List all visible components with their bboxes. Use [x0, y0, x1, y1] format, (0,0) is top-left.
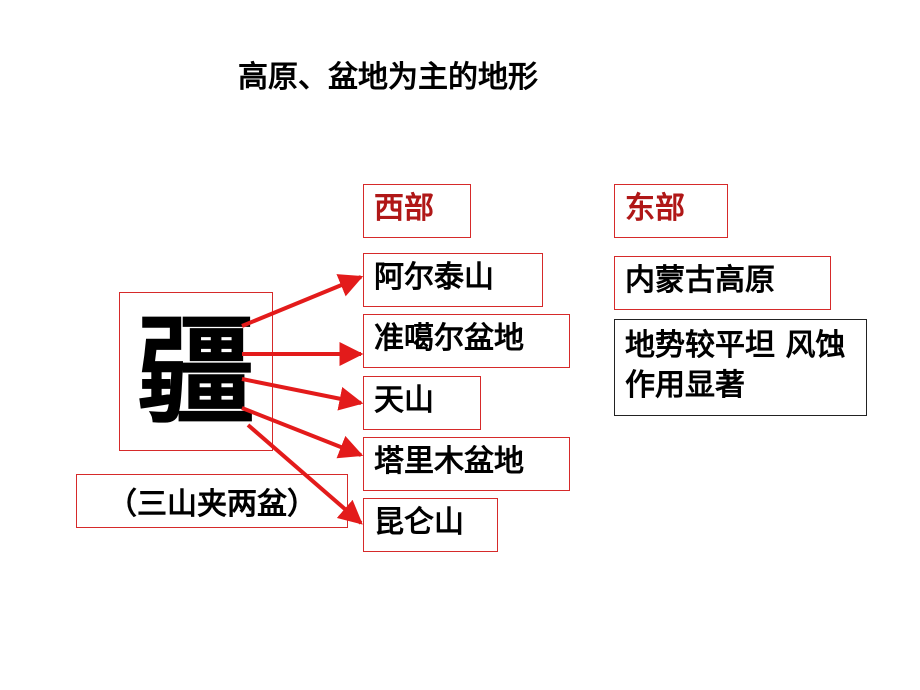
east-item-plateau: 内蒙古高原 [614, 256, 831, 310]
west-header-label: 西部 [374, 191, 434, 226]
west-item-tianshan: 天山 [363, 376, 481, 430]
east-plateau-label: 内蒙古高原 [625, 263, 775, 298]
west-item-label: 昆仑山 [374, 505, 464, 540]
west-item-altai: 阿尔泰山 [363, 253, 543, 307]
west-item-label: 塔里木盆地 [374, 444, 524, 479]
east-description-box: 地势较平坦 风蚀作用显著 [614, 319, 867, 416]
terrain-summary-text: （三山夹两盆） [107, 487, 317, 522]
west-item-label: 准噶尔盆地 [374, 321, 524, 356]
xinjiang-character-box: 疆 [119, 292, 273, 451]
page-title: 高原、盆地为主的地形 [238, 60, 538, 95]
west-item-kunlun: 昆仑山 [363, 498, 498, 552]
west-item-tarim: 塔里木盆地 [363, 437, 570, 491]
xinjiang-character: 疆 [136, 301, 255, 441]
west-item-label: 天山 [374, 383, 434, 418]
west-header: 西部 [363, 184, 471, 238]
west-item-label: 阿尔泰山 [374, 260, 494, 295]
east-header-label: 东部 [625, 191, 685, 226]
terrain-summary-note: （三山夹两盆） [76, 474, 348, 528]
west-item-junggar: 准噶尔盆地 [363, 314, 570, 368]
east-description-text: 地势较平坦 风蚀作用显著 [625, 328, 846, 403]
east-header: 东部 [614, 184, 728, 238]
